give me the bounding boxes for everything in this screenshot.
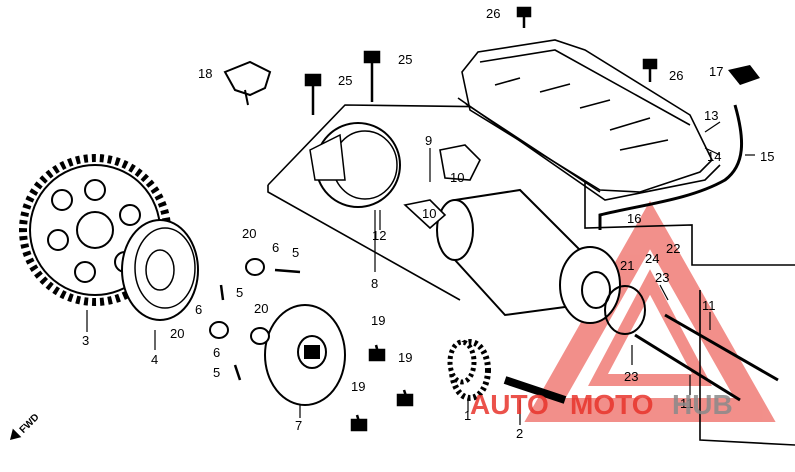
panel-outline <box>267 104 795 446</box>
callout-labels: 26 25 25 18 26 17 13 14 15 9 10 10 12 8 … <box>82 6 774 441</box>
watermark-part1: AUTO <box>470 389 549 420</box>
callout-10: 10 <box>422 206 436 221</box>
callout-14: 14 <box>707 149 721 164</box>
callout-15: 15 <box>760 149 774 164</box>
clutch-flange <box>264 304 346 406</box>
callout-9: 9 <box>425 133 432 148</box>
callout-21: 21 <box>620 258 634 273</box>
watermark-text: AUTO MOTO HUB <box>470 389 733 420</box>
callout-1: 1 <box>464 408 471 423</box>
callout-22: 22 <box>666 241 680 256</box>
callout-5: 5 <box>292 245 299 260</box>
starter-motor <box>436 188 646 335</box>
watermark-part3: HUB <box>672 389 733 420</box>
motor-end-cover <box>309 122 401 208</box>
gear-shaft <box>503 376 567 404</box>
callout-8: 8 <box>371 276 378 291</box>
callout-5: 5 <box>213 365 220 380</box>
callout-23: 23 <box>655 270 669 285</box>
callout-11: 11 <box>702 298 716 313</box>
idle-gears <box>447 339 491 401</box>
callout-3: 3 <box>82 333 89 348</box>
callout-18: 18 <box>198 66 212 81</box>
brush-holder <box>403 144 481 230</box>
cover-assembly <box>457 39 721 201</box>
callout-4: 4 <box>151 352 158 367</box>
callout-10: 10 <box>450 170 464 185</box>
callout-26: 26 <box>486 6 500 21</box>
watermark-part2: MOTO <box>570 389 653 420</box>
callout-23: 23 <box>624 369 638 384</box>
through-bolts <box>634 313 779 402</box>
callout-7: 7 <box>295 418 302 433</box>
callout-19: 19 <box>398 350 412 365</box>
callout-26: 26 <box>669 68 683 83</box>
callout-16: 16 <box>627 211 641 226</box>
callout-24: 24 <box>645 251 659 266</box>
callout-12: 12 <box>372 228 386 243</box>
callout-6: 6 <box>272 240 279 255</box>
callout-19: 19 <box>351 379 365 394</box>
callout-17: 17 <box>709 64 723 79</box>
callout-6: 6 <box>213 345 220 360</box>
leader-lines <box>86 121 755 425</box>
callout-2: 2 <box>516 426 523 441</box>
fwd-arrow: FWD <box>10 412 42 440</box>
callout-20: 20 <box>254 301 268 316</box>
fwd-label: FWD <box>18 412 42 436</box>
callout-25: 25 <box>338 73 352 88</box>
wire-terminal <box>728 65 760 85</box>
callout-5: 5 <box>236 285 243 300</box>
callout-20: 20 <box>242 226 256 241</box>
hose-fitting <box>223 60 272 106</box>
callout-6: 6 <box>195 302 202 317</box>
callout-20: 20 <box>170 326 184 341</box>
cable-wire <box>598 104 744 230</box>
callout-13: 13 <box>704 108 718 123</box>
callout-25: 25 <box>398 52 412 67</box>
callout-19: 19 <box>371 313 385 328</box>
starter-clutch-outer <box>121 219 199 321</box>
small-bolts <box>219 6 658 432</box>
clutch-rollers <box>209 258 270 345</box>
callout-11: 11 <box>680 396 694 411</box>
